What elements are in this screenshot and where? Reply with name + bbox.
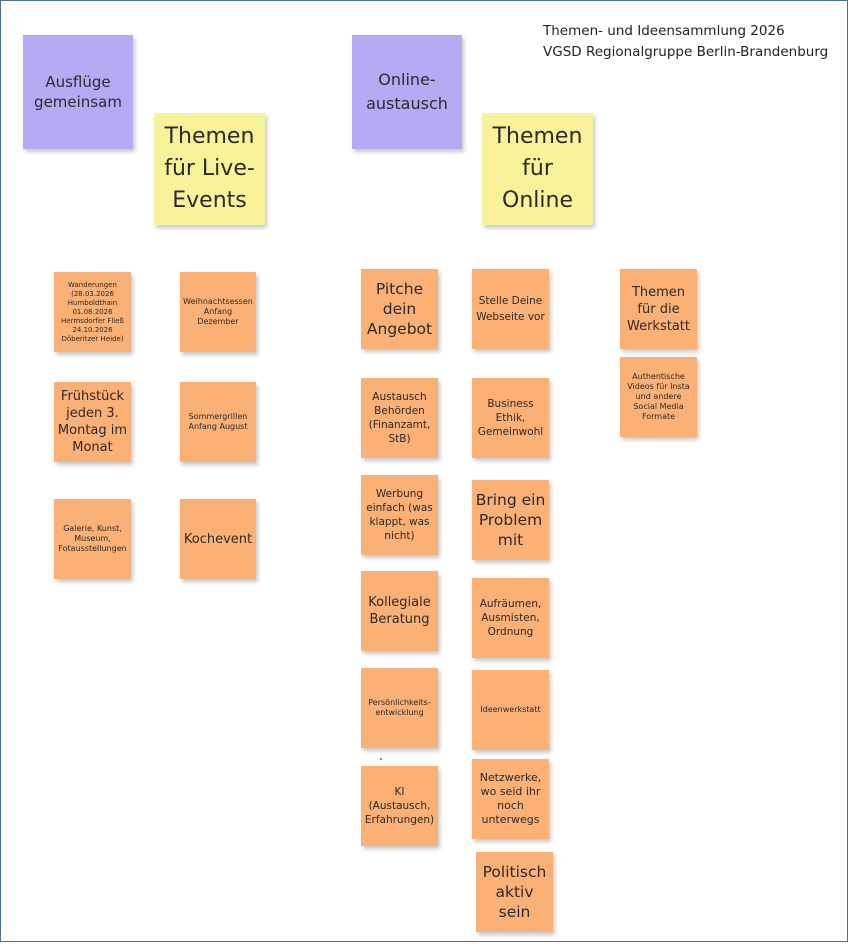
note-text: Bring ein Problem mit <box>475 491 546 549</box>
note-text: Frühstück jeden 3. Montag im Monat <box>57 389 128 455</box>
sticky-note-austausch-behoerden[interactable]: Austausch Behörden (Finanzamt, StB) <box>361 378 438 458</box>
sticky-note-werbung-einfach[interactable]: Werbung einfach (was klappt, was nicht) <box>361 475 438 555</box>
sticky-note-ausfluege-gemeinsam[interactable]: Ausflüge gemeinsam <box>23 35 133 149</box>
sticky-note-netzwerke[interactable]: Netzwerke, wo seid ihr noch unterwegs <box>472 759 549 839</box>
board-title-line-2: VGSD Regionalgruppe Berlin-Brandenburg <box>543 44 829 60</box>
board-title-line-1: Themen- und Ideensammlung 2026 <box>543 23 785 39</box>
sticky-note-sommergrillen[interactable]: Sommergrillen Anfang August <box>180 382 256 462</box>
sticky-note-aufraeumen[interactable]: Aufräumen, Ausmisten, Ordnung <box>472 578 549 658</box>
sticky-note-onlineaustausch[interactable]: Online-austausch <box>352 35 462 149</box>
note-text: Netzwerke, wo seid ihr noch unterwegs <box>479 771 542 826</box>
sticky-note-kollegiale-beratung[interactable]: Kollegiale Beratung <box>361 571 438 651</box>
sticky-note-authentische-videos[interactable]: Authentische Videos für Insta und andere… <box>620 357 697 437</box>
sticky-note-politisch-aktiv[interactable]: Politisch aktiv sein <box>476 852 553 932</box>
note-text: Persönlichkeits-entwicklung <box>368 698 431 717</box>
note-text: Politisch aktiv sein <box>482 863 547 921</box>
note-text: Weihnachtsessen Anfang Dezember <box>183 297 253 326</box>
stray-dot <box>380 758 382 760</box>
note-text: Themen für die Werkstatt <box>627 284 690 334</box>
sticky-note-persoenlichkeitsentwicklung[interactable]: Persönlichkeits-entwicklung <box>361 668 438 748</box>
note-text: Werbung einfach (was klappt, was nicht) <box>366 488 433 542</box>
sticky-note-themen-online[interactable]: Themen für Online <box>482 113 593 225</box>
note-text: Wanderungen (28.03.2026 Humboldthain 01.… <box>61 280 124 343</box>
sticky-note-themen-werkstatt[interactable]: Themen für die Werkstatt <box>620 269 697 349</box>
note-text: Galerie, Kunst, Museum, Fotausstellungen <box>58 524 127 553</box>
note-text: Pitche dein Angebot <box>366 280 433 338</box>
note-text: Stelle Deine Webseite vor <box>476 295 545 323</box>
sticky-note-business-ethik[interactable]: Business Ethik, Gemeinwohl <box>472 378 549 458</box>
note-text: Aufräumen, Ausmisten, Ordnung <box>479 598 542 638</box>
sticky-note-galerie[interactable]: Galerie, Kunst, Museum, Fotausstellungen <box>54 499 131 579</box>
sticky-note-themen-live-events[interactable]: Themen für Live-Events <box>154 113 265 225</box>
note-text: Authentische Videos für Insta und andere… <box>627 372 690 421</box>
note-text: Business Ethik, Gemeinwohl <box>477 398 544 438</box>
board-title: Themen- und Ideensammlung 2026 VGSD Regi… <box>543 21 828 63</box>
note-text: Sommergrillen Anfang August <box>188 412 248 431</box>
sticky-note-webseite[interactable]: Stelle Deine Webseite vor <box>472 269 549 349</box>
sticky-note-bring-ein-problem[interactable]: Bring ein Problem mit <box>472 480 549 560</box>
note-text: Themen für Online <box>492 124 583 213</box>
note-text: KI (Austausch, Erfahrungen) <box>364 786 435 826</box>
sticky-note-kochevent[interactable]: Kochevent <box>180 499 256 579</box>
sticky-note-pitche-dein-angebot[interactable]: Pitche dein Angebot <box>361 269 438 349</box>
note-text: Austausch Behörden (Finanzamt, StB) <box>368 391 431 445</box>
note-text: Kochevent <box>183 531 253 547</box>
sticky-note-ideenwerkstatt[interactable]: Ideenwerkstatt <box>472 670 549 750</box>
note-text: Ideenwerkstatt <box>480 705 541 714</box>
sticky-note-weihnachtsessen[interactable]: Weihnachtsessen Anfang Dezember <box>180 272 256 352</box>
note-text: Ausflüge gemeinsam <box>34 73 122 111</box>
sticky-note-ki[interactable]: KI (Austausch, Erfahrungen) <box>361 766 438 846</box>
sticky-note-fruehstueck[interactable]: Frühstück jeden 3. Montag im Monat <box>54 382 131 462</box>
note-text: Kollegiale Beratung <box>368 595 431 627</box>
note-text: Online-austausch <box>366 70 448 113</box>
note-text: Themen für Live-Events <box>164 124 255 213</box>
sticky-note-wanderungen[interactable]: Wanderungen (28.03.2026 Humboldthain 01.… <box>54 272 131 352</box>
